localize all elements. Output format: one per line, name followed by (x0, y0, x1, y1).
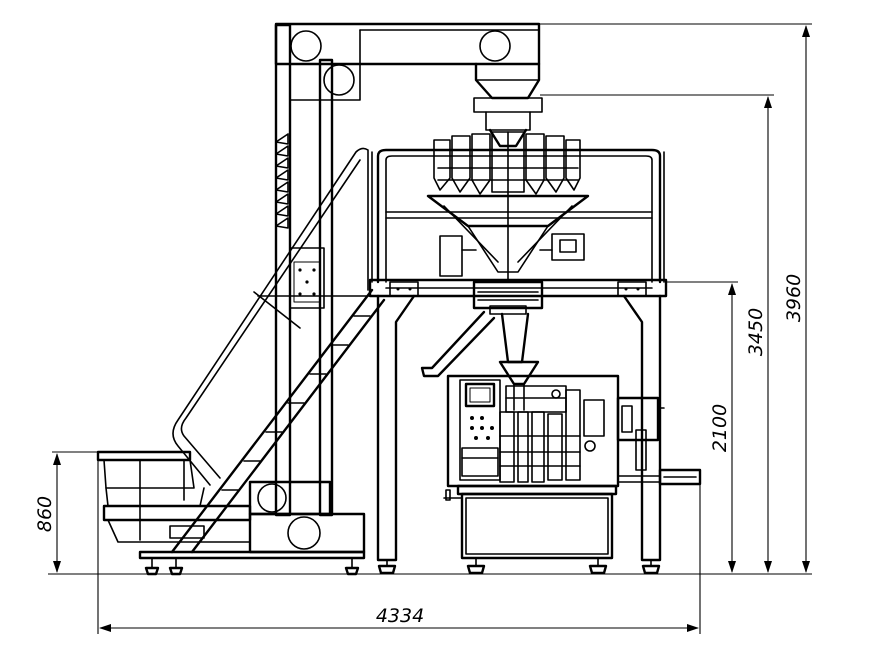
discharge-chute (500, 312, 530, 364)
packer-upper-cabinet (446, 374, 620, 488)
rotary-mechanism (499, 385, 605, 483)
platform-deck (368, 278, 668, 298)
bucket-elevator (248, 22, 541, 554)
elevator-panel (289, 247, 325, 309)
side-drive-unit (616, 396, 660, 442)
top-pulley-right (479, 30, 511, 62)
elevator-buckets (275, 133, 289, 229)
weigh-buckets (433, 131, 581, 197)
dim-platform-height-label: 2100 (709, 404, 731, 452)
top-pulley-mid (323, 64, 355, 96)
access-ladder (170, 147, 386, 554)
dim-overall-width-label: 4334 (376, 605, 424, 627)
top-pulley-left (290, 30, 322, 62)
elevator-discharge (474, 62, 541, 100)
guard-rail (376, 148, 662, 284)
base-frame (138, 550, 366, 560)
touch-screen (464, 382, 496, 408)
dimension-lines: 3960 3450 2100 860 4334 (34, 23, 812, 634)
multihead-weigher (420, 97, 590, 378)
dim-hopper-height-label: 860 (34, 496, 56, 532)
dim-weigher-height-label: 3450 (745, 308, 767, 356)
elevator-head (274, 22, 541, 66)
reject-slide (420, 310, 496, 378)
pouch-packing-machine (443, 360, 702, 575)
packer-lower-cabinet (460, 492, 614, 560)
dim-overall-height-label: 3960 (783, 274, 805, 322)
